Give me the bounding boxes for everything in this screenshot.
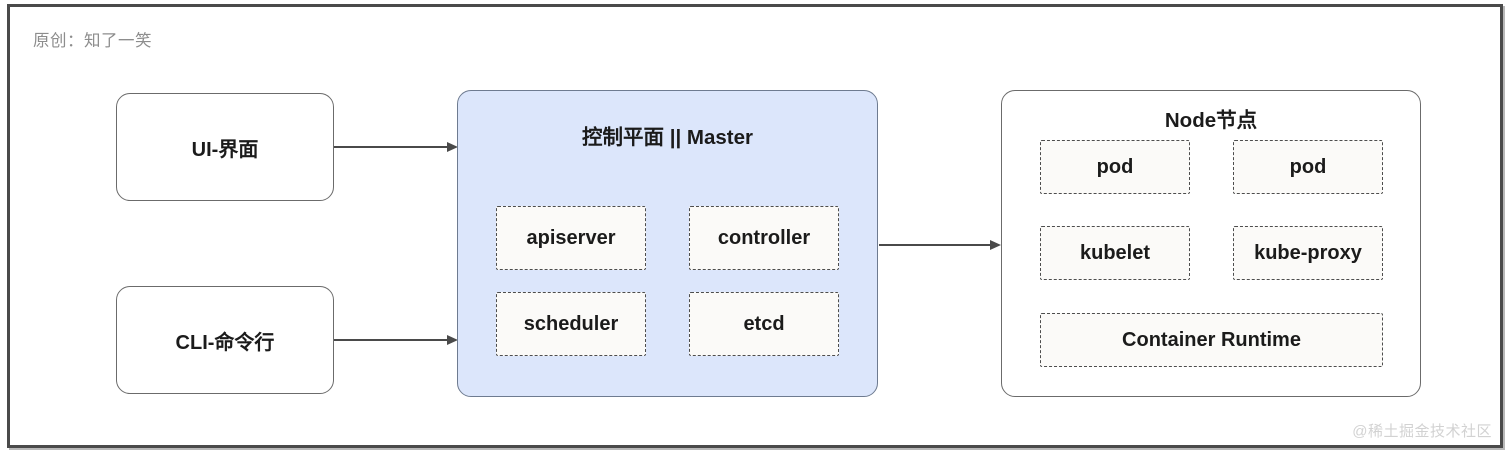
arrow-head-icon bbox=[447, 335, 458, 345]
scheduler-box[interactable]: scheduler bbox=[496, 292, 646, 356]
ui-interface-label: UI-界面 bbox=[191, 138, 259, 161]
scheduler-label: scheduler bbox=[523, 312, 619, 335]
control-plane-title: 控制平面 || Master bbox=[582, 126, 753, 149]
ui-interface-box[interactable]: UI-界面 bbox=[116, 93, 334, 201]
kubelet-box[interactable]: kubelet bbox=[1040, 226, 1190, 280]
arrow-head-icon bbox=[447, 142, 458, 152]
watermark-text: @稀土掘金技术社区 bbox=[1352, 423, 1492, 440]
arrow-line bbox=[334, 339, 447, 341]
pod-box-1[interactable]: pod bbox=[1040, 140, 1190, 194]
node-title: Node节点 bbox=[1164, 109, 1258, 132]
apiserver-box[interactable]: apiserver bbox=[496, 206, 646, 270]
diagram-frame: 原创：知了一笑 UI-界面 CLI-命令行 控制平面 || Master api… bbox=[7, 4, 1503, 448]
kube-proxy-box[interactable]: kube-proxy bbox=[1233, 226, 1383, 280]
pod-box-2[interactable]: pod bbox=[1233, 140, 1383, 194]
cli-command-line-box[interactable]: CLI-命令行 bbox=[116, 286, 334, 394]
arrow-line bbox=[334, 146, 447, 148]
arrow-head-icon bbox=[990, 240, 1001, 250]
kubelet-label: kubelet bbox=[1079, 241, 1151, 264]
pod-label-1: pod bbox=[1096, 155, 1134, 178]
container-runtime-box[interactable]: Container Runtime bbox=[1040, 313, 1383, 367]
controller-box[interactable]: controller bbox=[689, 206, 839, 270]
arrow-line bbox=[879, 244, 990, 246]
etcd-box[interactable]: etcd bbox=[689, 292, 839, 356]
frame-left-edge bbox=[0, 0, 5, 461]
controller-label: controller bbox=[717, 226, 811, 249]
apiserver-label: apiserver bbox=[526, 226, 616, 249]
arrow-ui-to-master bbox=[334, 142, 458, 152]
arrow-cli-to-master bbox=[334, 335, 458, 345]
cli-command-line-label: CLI-命令行 bbox=[175, 331, 275, 354]
arrow-master-to-node bbox=[879, 240, 1001, 250]
etcd-label: etcd bbox=[743, 312, 785, 335]
container-runtime-label: Container Runtime bbox=[1122, 328, 1301, 351]
kube-proxy-label: kube-proxy bbox=[1254, 241, 1362, 264]
credit-text: 原创：知了一笑 bbox=[33, 32, 152, 50]
pod-label-2: pod bbox=[1289, 155, 1327, 178]
